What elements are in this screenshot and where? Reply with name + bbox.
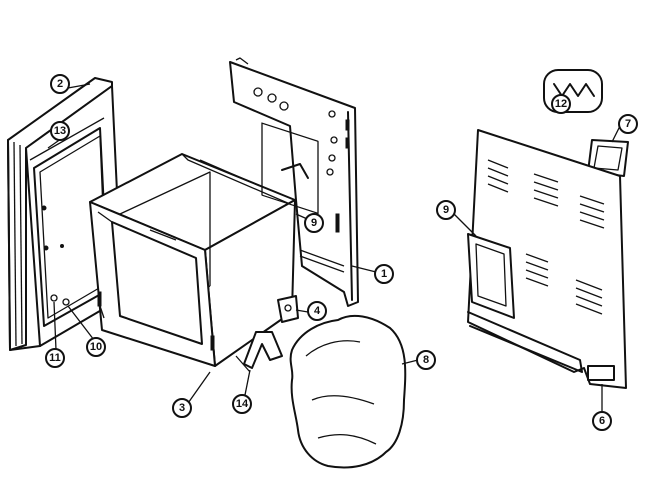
oven-liner-part xyxy=(89,153,296,367)
svg-text:9: 9 xyxy=(311,217,317,229)
callout-2: 2 xyxy=(50,74,70,94)
callout-11: 11 xyxy=(45,348,65,368)
callout-10: 10 xyxy=(86,337,106,357)
callout-13: 13 xyxy=(50,121,70,141)
insulation-part xyxy=(289,314,407,469)
svg-text:3: 3 xyxy=(179,402,185,414)
svg-text:7: 7 xyxy=(625,118,631,130)
svg-text:9: 9 xyxy=(443,204,449,216)
callout-14: 14 xyxy=(232,394,252,414)
door-frame-part xyxy=(7,77,123,351)
callout-4: 4 xyxy=(307,301,327,321)
svg-text:2: 2 xyxy=(57,78,63,90)
svg-text:1: 1 xyxy=(381,268,387,280)
callout-9-left: 9 xyxy=(304,213,324,233)
svg-text:8: 8 xyxy=(423,354,429,366)
bracket-part xyxy=(277,295,299,323)
svg-text:6: 6 xyxy=(599,415,605,427)
svg-text:4: 4 xyxy=(314,305,321,317)
side-panel-part xyxy=(467,129,627,389)
callout-7: 7 xyxy=(618,114,638,134)
callout-3: 3 xyxy=(172,398,192,418)
svg-text:14: 14 xyxy=(236,398,249,410)
clip-part xyxy=(235,331,283,373)
back-panel-part xyxy=(229,57,359,307)
callout-6: 6 xyxy=(592,411,612,431)
callout-9-right: 9 xyxy=(436,200,456,220)
gasket-part xyxy=(587,139,629,177)
svg-text:11: 11 xyxy=(49,352,61,364)
callout-12: 12 xyxy=(551,94,571,114)
callout-8: 8 xyxy=(416,350,436,370)
svg-text:10: 10 xyxy=(90,341,102,353)
svg-text:12: 12 xyxy=(555,98,567,110)
svg-text:13: 13 xyxy=(54,125,66,137)
callout-1: 1 xyxy=(374,264,394,284)
